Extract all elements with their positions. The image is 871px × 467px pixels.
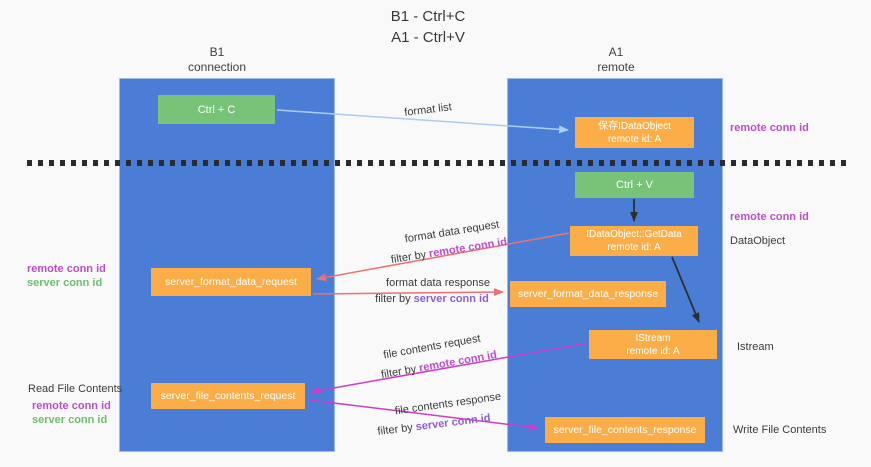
save-idataobject-line1: 保存IDataObject <box>598 120 671 132</box>
server-file-contents-request-box: server_file_contents_request <box>151 383 305 409</box>
left-lane-name: B1 <box>209 45 225 59</box>
server-format-data-response-box: server_format_data_response <box>510 281 666 307</box>
istream-line2: remote id: A <box>626 345 680 357</box>
read-file-contents-label: Read File Contents <box>28 383 123 395</box>
server-file-contents-response-box: server_file_contents_response <box>545 417 705 443</box>
title-line-2: A1 - Ctrl+V <box>391 29 465 46</box>
istream-box: IStream remote id: A <box>589 330 717 359</box>
filter-by-text: filter by <box>390 248 428 267</box>
filter-by-text: filter by <box>375 293 411 305</box>
server-conn-id-left-bottom: server conn id <box>32 414 108 426</box>
remote-conn-id-right-mid: remote conn id <box>730 211 809 223</box>
right-lane-name: A1 <box>608 45 624 59</box>
filter-by-text: filter by <box>376 421 414 438</box>
title-line-1: B1 - Ctrl+C <box>390 8 466 25</box>
write-file-contents-label: Write File Contents <box>733 424 827 436</box>
remote-conn-id-left-top: remote conn id <box>27 263 106 275</box>
format-data-response-label: format data response <box>386 277 490 289</box>
format-list-label: format list <box>403 101 453 119</box>
idataobject-getdata-box: IDataObject::GetData remote id: A <box>570 226 698 256</box>
save-idataobject-box: 保存IDataObject remote id: A <box>575 117 694 148</box>
server-format-data-request-box: server_format_data_request <box>151 268 311 296</box>
right-lane-role: remote <box>597 60 635 74</box>
remote-conn-id-left-bottom: remote conn id <box>32 400 111 412</box>
istream-line1: IStream <box>635 332 671 344</box>
ctrl-c-box: Ctrl + C <box>158 95 275 124</box>
filter-by-text: filter by <box>380 363 418 382</box>
server-conn-id-text: server conn id <box>415 412 492 434</box>
page-title: B1 - Ctrl+C A1 - Ctrl+V <box>391 6 466 48</box>
remote-conn-id-right-top: remote conn id <box>730 122 809 134</box>
ctrl-v-box: Ctrl + V <box>575 172 694 198</box>
server-conn-id-left-top: server conn id <box>27 277 103 289</box>
idataobject-getdata-line1: IDataObject::GetData <box>586 229 682 240</box>
left-lane-header: B1 connection <box>188 45 246 75</box>
save-idataobject-line2: remote id: A <box>607 133 662 145</box>
server-conn-id-text: server conn id <box>413 293 489 305</box>
dataobject-label: DataObject <box>730 235 786 247</box>
istream-side-label: Istream <box>737 341 774 353</box>
idataobject-getdata-line2: remote id: A <box>607 242 661 253</box>
right-lane-header: A1 remote <box>597 45 634 75</box>
left-lane-role: connection <box>187 60 247 74</box>
